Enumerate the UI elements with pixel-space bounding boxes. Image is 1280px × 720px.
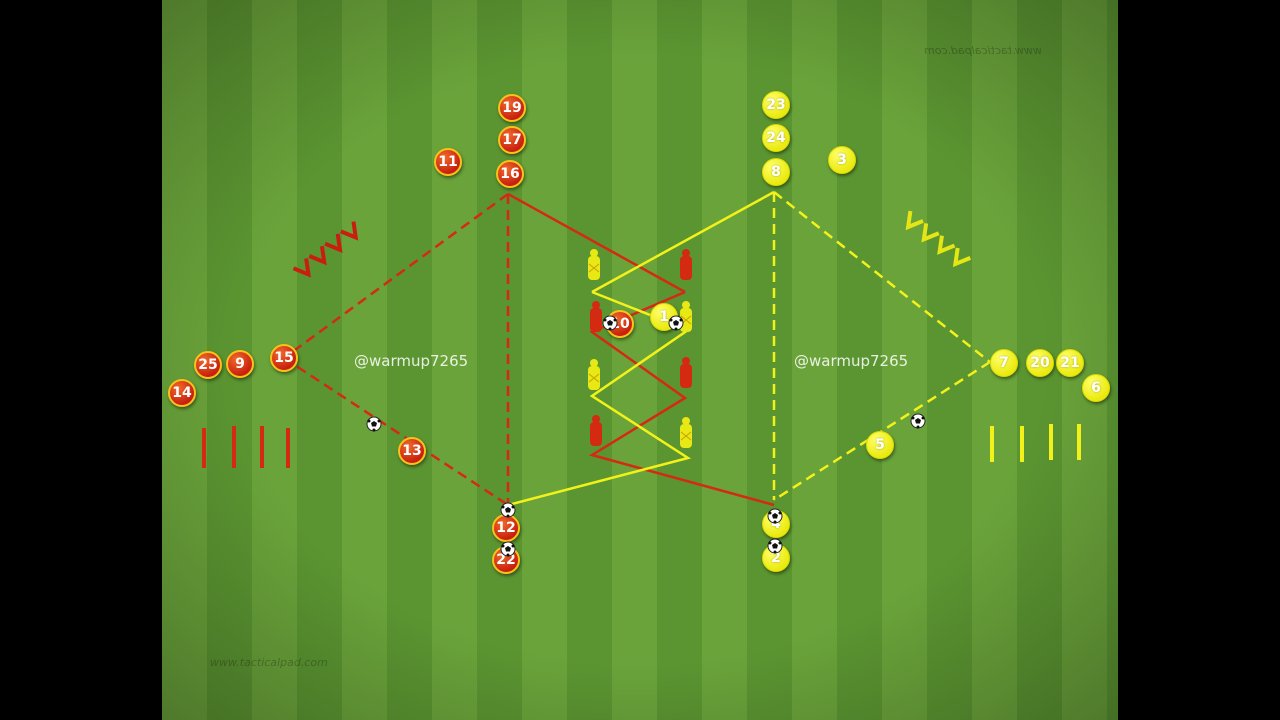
balls-layer xyxy=(366,315,926,557)
yellow-player[interactable]: 20 xyxy=(1026,349,1054,377)
pole-icon xyxy=(202,426,290,468)
red-player[interactable]: 17 xyxy=(498,126,526,154)
agility-hurdle-icon xyxy=(292,221,359,278)
yellow-player[interactable]: 2 xyxy=(762,544,790,572)
red-player[interactable]: 16 xyxy=(496,160,524,188)
yellow-player[interactable]: 21 xyxy=(1056,349,1084,377)
yellow-line-to-zigzag xyxy=(591,190,775,294)
red-player[interactable]: 13 xyxy=(398,437,426,465)
vignette xyxy=(162,0,1118,720)
yellow-player[interactable]: 3 xyxy=(828,146,856,174)
watermark-left: @warmup7265 xyxy=(354,352,469,370)
football-icon[interactable] xyxy=(500,502,516,518)
watermark-right: @warmup7265 xyxy=(794,352,909,370)
agility-hurdle-icon xyxy=(905,210,972,268)
yellow-player[interactable]: 24 xyxy=(762,124,790,152)
yellow-player[interactable]: 8 xyxy=(762,158,790,186)
red-player[interactable]: 12 xyxy=(492,514,520,542)
football-icon[interactable] xyxy=(500,541,516,557)
red-player[interactable]: 11 xyxy=(434,148,462,176)
tacticalpad-watermark-bottom: www.tacticalpad.com xyxy=(210,656,328,669)
red-player[interactable]: 15 xyxy=(270,344,298,372)
yellow-player[interactable]: 23 xyxy=(762,91,790,119)
football-icon[interactable] xyxy=(366,416,382,432)
red-player[interactable]: 9 xyxy=(226,350,254,378)
red-player[interactable]: 14 xyxy=(168,379,196,407)
red-dash-line-1 xyxy=(283,192,509,360)
red-dash-line-3 xyxy=(283,356,509,507)
training-pitch: @warmup7265 @warmup7265 www.tacticalpad.… xyxy=(162,0,1118,720)
yellow-player[interactable]: 7 xyxy=(990,349,1018,377)
pitch-drawing xyxy=(162,0,1118,720)
pole-icon xyxy=(990,424,1081,462)
yellow-player[interactable]: 6 xyxy=(1082,374,1110,402)
football-icon[interactable] xyxy=(767,538,783,554)
red-player[interactable]: 25 xyxy=(194,351,222,379)
football-icon[interactable] xyxy=(910,413,926,429)
football-icon[interactable] xyxy=(767,508,783,524)
yellow-dash-line-1 xyxy=(773,191,991,363)
yellow-player[interactable]: 5 xyxy=(866,431,894,459)
football-icon[interactable] xyxy=(668,315,684,331)
training-dummy-icon xyxy=(588,249,692,448)
red-player[interactable]: 19 xyxy=(498,94,526,122)
football-icon[interactable] xyxy=(602,315,618,331)
red-line-to-zigzag xyxy=(507,192,686,294)
